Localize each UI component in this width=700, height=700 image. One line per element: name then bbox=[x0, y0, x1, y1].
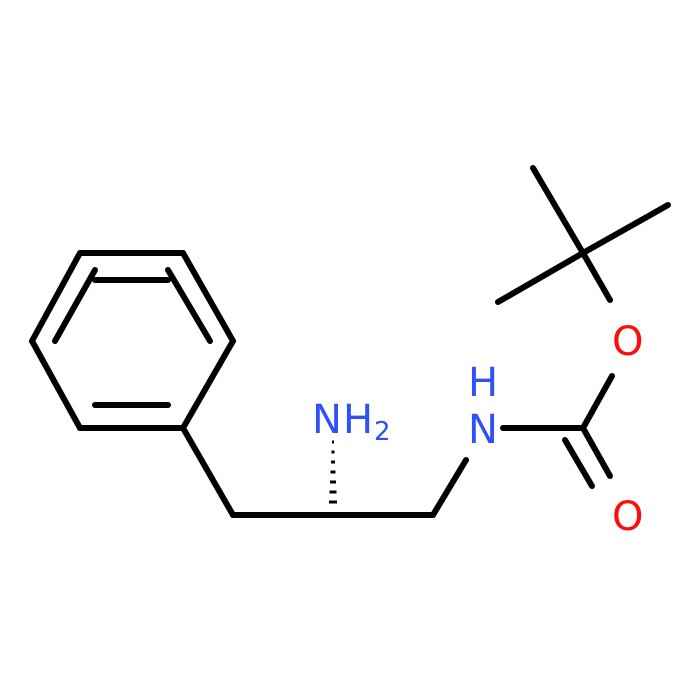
bond bbox=[580, 373, 615, 431]
carbonyl-o-label: O bbox=[612, 494, 643, 540]
bond bbox=[180, 338, 236, 431]
bond bbox=[580, 425, 613, 479]
bond bbox=[430, 457, 469, 518]
amine-h-label: H bbox=[343, 397, 373, 443]
bond bbox=[29, 338, 83, 431]
bond bbox=[180, 250, 236, 344]
aromatic-inner-bond bbox=[165, 267, 213, 344]
amine-n-label: N bbox=[312, 397, 342, 443]
amide-n-label: N bbox=[468, 407, 498, 453]
bond bbox=[580, 202, 671, 256]
bond bbox=[29, 250, 83, 344]
bond bbox=[530, 165, 586, 256]
bond bbox=[495, 250, 586, 305]
amide-h-label: H bbox=[468, 360, 498, 406]
ester-o-label: O bbox=[612, 319, 643, 365]
aromatic-inner-bond bbox=[52, 267, 98, 344]
bond bbox=[562, 437, 595, 489]
amine-subscript: 2 bbox=[374, 417, 391, 447]
bond bbox=[180, 425, 236, 518]
hashed-wedge-bond bbox=[329, 440, 337, 504]
bond bbox=[580, 250, 613, 303]
benzene-ring bbox=[29, 250, 236, 431]
